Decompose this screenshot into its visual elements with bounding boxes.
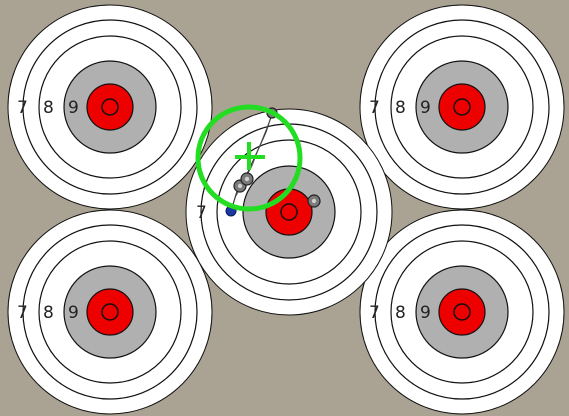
target-bottom-left[interactable]: 7 8 9 xyxy=(8,210,212,414)
score-label-9: 9 xyxy=(68,303,79,323)
score-label-7: 7 xyxy=(369,303,380,323)
target-top-right[interactable]: 7 8 9 xyxy=(360,5,564,209)
score-label-7: 7 xyxy=(17,303,28,323)
shot-hole-inner xyxy=(312,199,316,203)
target-bottom-right[interactable]: 7 8 9 xyxy=(360,210,564,414)
target-bullseye xyxy=(439,84,485,130)
score-label-7: 7 xyxy=(196,203,207,223)
target-bullseye xyxy=(87,84,133,130)
score-label-7: 7 xyxy=(17,98,28,118)
score-label-8: 8 xyxy=(43,98,54,118)
score-label-8: 8 xyxy=(43,303,54,323)
target-top-left[interactable]: 7 8 9 xyxy=(8,5,212,209)
score-label-7: 7 xyxy=(369,98,380,118)
target-bullseye xyxy=(266,189,312,235)
shot-hole-inner xyxy=(238,184,242,188)
score-label-9: 9 xyxy=(420,303,431,323)
target-bullseye xyxy=(87,289,133,335)
score-label-9: 9 xyxy=(420,98,431,118)
score-label-8: 8 xyxy=(395,303,406,323)
target-center[interactable]: 7 xyxy=(186,109,392,315)
score-label-8: 8 xyxy=(395,98,406,118)
shot-hole-inner xyxy=(245,177,249,181)
score-label-9: 9 xyxy=(68,98,79,118)
target-bullseye xyxy=(439,289,485,335)
